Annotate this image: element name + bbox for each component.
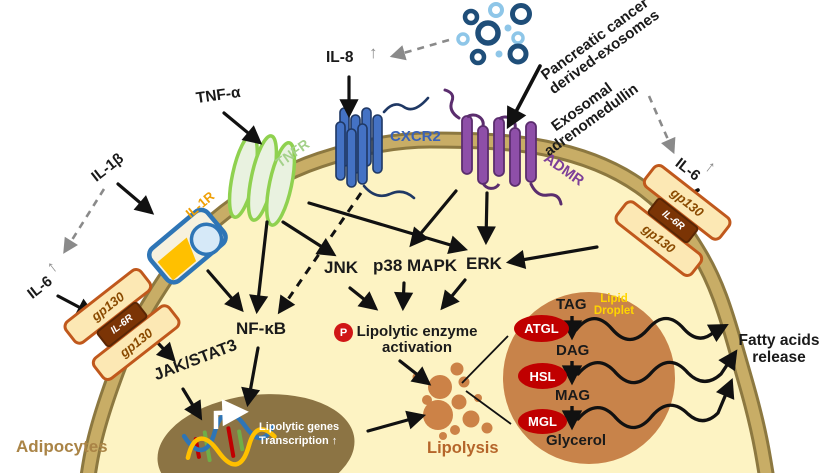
nfkb-label: NF-κB: [236, 319, 287, 338]
adipocytes-label: Adipocytes: [16, 437, 108, 456]
induction-dashed-arrows: [63, 38, 676, 254]
exosome-cluster-icon: [456, 2, 532, 66]
transcription-start-arrow: [213, 399, 249, 429]
jnk-label: JNK: [324, 258, 359, 277]
atgl-enzyme: ATGL: [514, 315, 569, 342]
fatty-acid-wavy-arrows: [574, 316, 738, 430]
tnfr-receptor-icon: [227, 133, 297, 227]
phospho-badge: P: [334, 323, 353, 342]
mgl-enzyme: MGL: [518, 409, 567, 434]
droplet-connector-lines: [461, 335, 512, 425]
il1r-receptor-icon: [146, 207, 228, 285]
signal-arrows: [56, 64, 700, 433]
hsl-enzyme: HSL: [518, 363, 567, 389]
lipolytic-genes-label: Lipolytic genes Transcription ↑: [259, 421, 340, 447]
il8-up-arrow: ↑: [369, 43, 378, 62]
erk-label: ERK: [466, 254, 502, 273]
nucleus: [157, 394, 355, 473]
mag-label: MAG: [555, 387, 590, 404]
dag-label: DAG: [556, 342, 590, 359]
admr-receptor-icon: [443, 88, 563, 206]
p38-mapk-label: p38 MAPK: [373, 256, 458, 275]
glycerol-label: Glycerol: [546, 432, 607, 449]
cxcr2-label: CXCR2: [390, 128, 441, 145]
lipolysis-droplets-icon: [412, 362, 493, 440]
tag-label: TAG: [556, 296, 587, 313]
lipolysis-label: Lipolysis: [427, 439, 499, 457]
cxcr2-receptor-icon: [335, 96, 430, 200]
il8-label: IL-8: [326, 49, 354, 66]
